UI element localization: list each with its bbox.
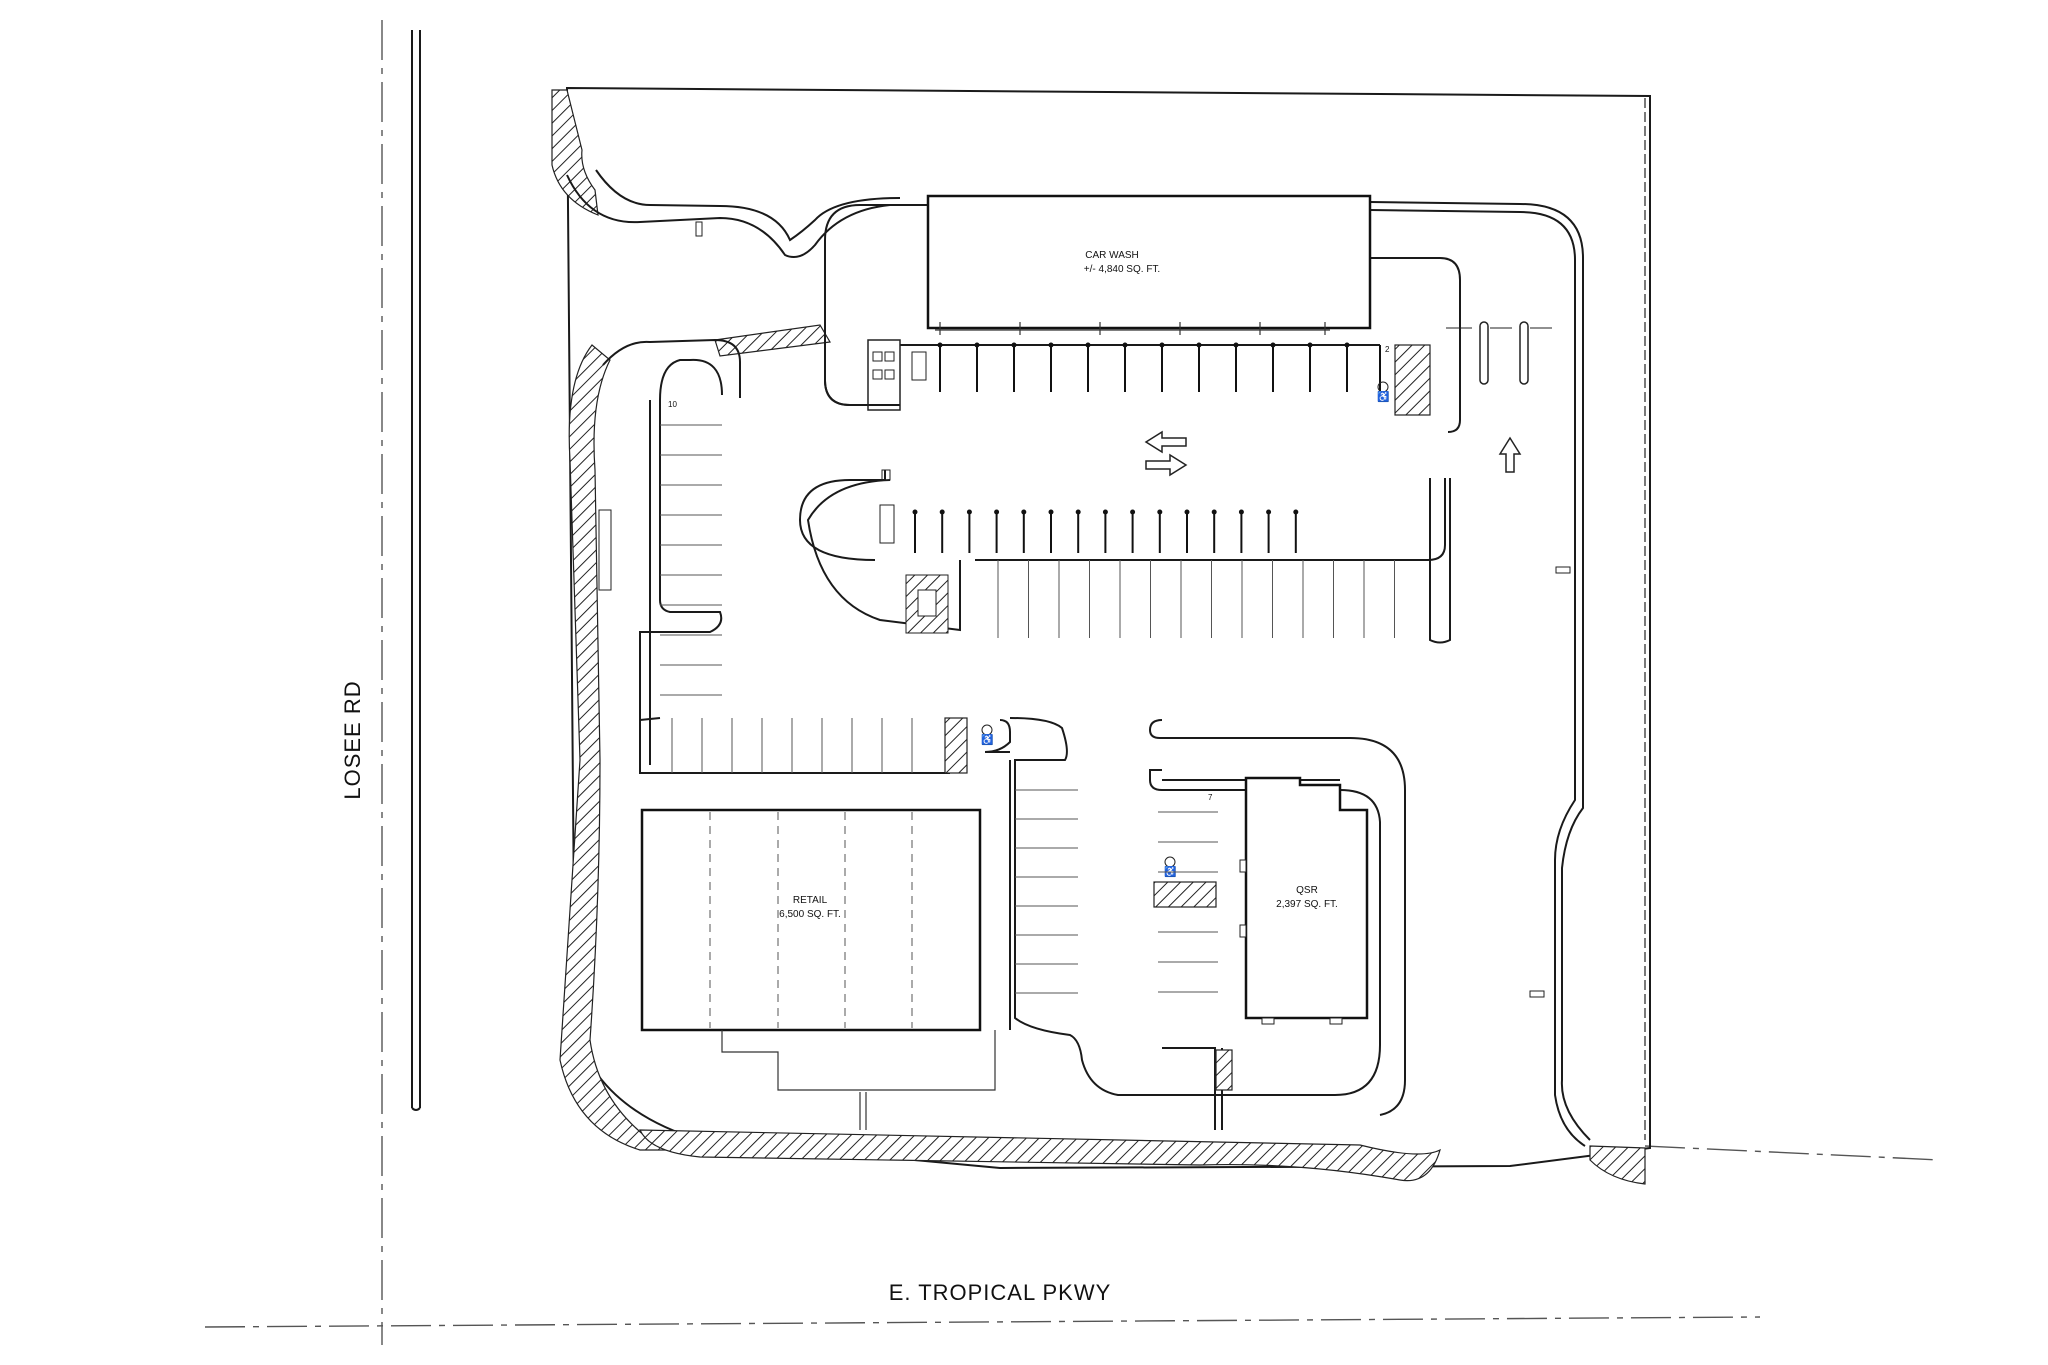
losee-rd-median xyxy=(411,30,421,1111)
car-wash-area: +/- 4,840 SQ. FT. xyxy=(1084,264,1160,275)
car-wash-canopy xyxy=(935,322,1330,335)
parking-count-west: 10 xyxy=(668,400,677,409)
site-signs xyxy=(598,509,1571,998)
accessible-parking-icon: ♿ xyxy=(981,724,993,746)
vacuum-station-icon xyxy=(1122,342,1128,348)
accessible-parking-icon: ♿ xyxy=(1377,381,1389,403)
sidewalk-hatch-west xyxy=(551,89,599,216)
vacuum-station-icon xyxy=(1344,342,1350,348)
vacuum-row-north xyxy=(824,325,1381,411)
retail-east-parking xyxy=(1009,760,1078,1030)
qsr-walk-hatch xyxy=(1215,1049,1233,1091)
accessible-aisle-3 xyxy=(1394,344,1431,416)
qsr-pad: 7 QSR 2,397 SQ. FT. ♿ xyxy=(1148,719,1406,1130)
vacuum-station-icon xyxy=(1159,342,1165,348)
vacuum-station-icon xyxy=(1075,509,1081,515)
vacuum-station-icon xyxy=(1293,509,1299,515)
west-parking: 10 xyxy=(602,338,950,774)
vacuum-station-icon xyxy=(974,342,980,348)
accessible-parking-icon: ♿ xyxy=(1164,856,1176,878)
qsr-building xyxy=(1244,776,1369,1020)
svg-text:♿: ♿ xyxy=(1377,390,1389,403)
accessible-aisle-2 xyxy=(1153,881,1217,908)
vacuum-station-icon xyxy=(1266,509,1272,515)
vacuum-station-icon xyxy=(1184,509,1190,515)
arrow-right-icon xyxy=(1145,453,1188,477)
retail-building xyxy=(640,808,982,1032)
vacuum-station-icon xyxy=(1233,342,1239,348)
qsr-area: 2,397 SQ. FT. xyxy=(1276,899,1338,910)
retail-rear-service xyxy=(721,1030,996,1130)
parking-count-east: 2 xyxy=(1385,345,1390,354)
sidewalk-hatch-entry xyxy=(714,324,831,357)
vacuum-station-icon xyxy=(937,342,943,348)
road-label-tropical: E. TROPICAL PKWY xyxy=(889,1280,1112,1305)
vacuum-station-icon xyxy=(1021,509,1027,515)
south-parking-row: ♿ xyxy=(639,717,1381,1096)
accessible-aisle-1 xyxy=(944,717,968,774)
vacuum-station-icon xyxy=(994,509,1000,515)
vacuum-row-middle xyxy=(798,469,1451,644)
vacuum-station-icon xyxy=(1196,342,1202,348)
retail-name: RETAIL xyxy=(793,895,828,906)
retail-area: 6,500 SQ. FT. xyxy=(779,909,841,920)
qsr-name: QSR xyxy=(1296,885,1318,896)
car-wash-name: CAR WASH xyxy=(1085,250,1139,261)
vacuum-station-icon xyxy=(1270,342,1276,348)
vacuum-station-icon xyxy=(1048,342,1054,348)
stop-sign xyxy=(695,221,703,237)
tropical-pkwy-centerline xyxy=(204,1316,1761,1328)
sidewalk-hatch-se xyxy=(1589,1145,1646,1185)
vacuum-station-icon xyxy=(1102,509,1108,515)
vacuum-station-icon xyxy=(1238,509,1244,515)
north-entry-drive xyxy=(566,169,930,258)
arrow-left-icon xyxy=(1144,430,1187,454)
vacuum-station-icon xyxy=(1085,342,1091,348)
svg-text:♿: ♿ xyxy=(981,733,993,746)
vacuum-station-icon xyxy=(912,509,918,515)
vacuum-station-icon xyxy=(1048,509,1054,515)
vacuum-station-icon xyxy=(966,509,972,515)
pay-kiosk xyxy=(867,339,901,411)
vacuum-station-icon xyxy=(939,509,945,515)
vacuum-station-icon xyxy=(1307,342,1313,348)
sidewalk-hatch-south xyxy=(639,1129,1441,1182)
sidewalk-hatch-west-long xyxy=(559,344,668,1151)
car-wash-building xyxy=(926,194,1372,330)
vacuum-station-icon xyxy=(1157,509,1163,515)
arrow-up-icon xyxy=(1498,436,1522,473)
vacuum-station-icon xyxy=(1011,342,1017,348)
vacuum-station-icon xyxy=(1211,509,1217,515)
east-property-extension xyxy=(1644,1145,1941,1161)
parking-count-qsr: 7 xyxy=(1208,793,1213,802)
vacuum-station-icon xyxy=(1130,509,1136,515)
road-label-losee: LOSEE RD xyxy=(340,680,365,799)
east-drive-curb xyxy=(1369,201,1591,1147)
vacuum-stalls-east: ♿ 2 xyxy=(1377,321,1552,416)
